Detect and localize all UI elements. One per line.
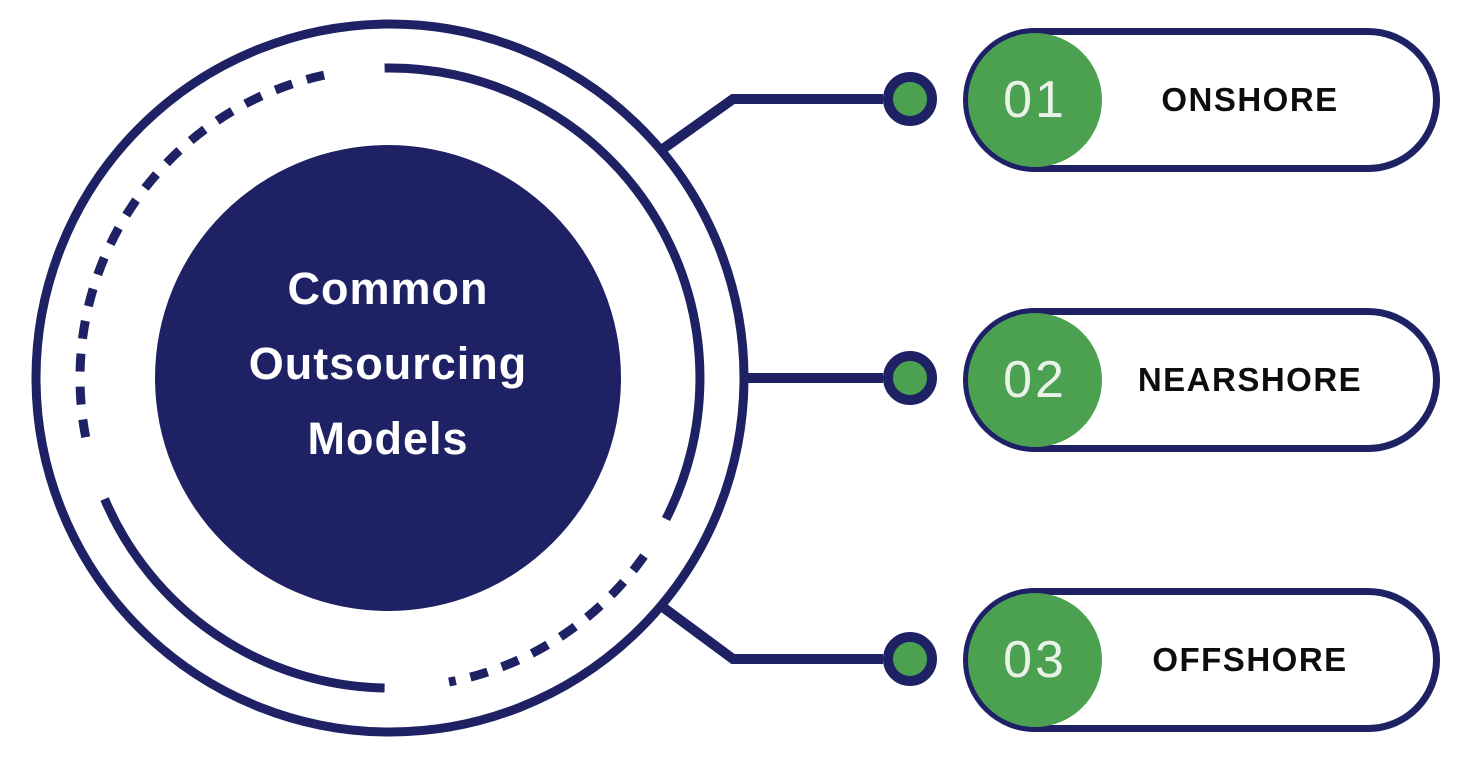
connector-line-offshore xyxy=(657,600,883,664)
number-text-01: 01 xyxy=(1003,71,1067,129)
model-label-offshore: OFFSHORE xyxy=(1152,641,1348,678)
model-label-onshore: ONSHORE xyxy=(1161,81,1339,118)
title-line-2: Outsourcing xyxy=(248,337,528,389)
model-label-wrap: ONSHORE xyxy=(1090,35,1410,165)
number-badge-03: 03 xyxy=(968,593,1102,727)
number-badge-01: 01 xyxy=(968,33,1102,167)
number-badge-02: 02 xyxy=(968,313,1102,447)
connector-node-dot-offshore xyxy=(883,632,937,686)
title-line-1: Common xyxy=(287,262,489,314)
diagram-title: Common Outsourcing Models xyxy=(155,130,621,596)
hub-circle xyxy=(155,145,621,611)
connector-line-onshore xyxy=(657,94,883,156)
model-label-nearshore: NEARSHORE xyxy=(1137,361,1363,398)
connector-node-dot-onshore xyxy=(883,72,937,126)
number-text-03: 03 xyxy=(1003,631,1067,689)
middle-ring-arc-bottom-right-dashed xyxy=(448,553,648,687)
middle-ring-arc-left-dashed xyxy=(75,70,327,439)
model-label-wrap: NEARSHORE xyxy=(1090,315,1410,445)
middle-ring-arc-right-solid xyxy=(384,63,705,522)
model-label-wrap: OFFSHORE xyxy=(1090,595,1410,725)
title-line-3: Models xyxy=(307,412,469,464)
connector-node-dot-nearshore xyxy=(883,351,937,405)
middle-ring-arc-bottom-left-solid xyxy=(100,497,385,693)
number-text-02: 02 xyxy=(1003,351,1067,409)
